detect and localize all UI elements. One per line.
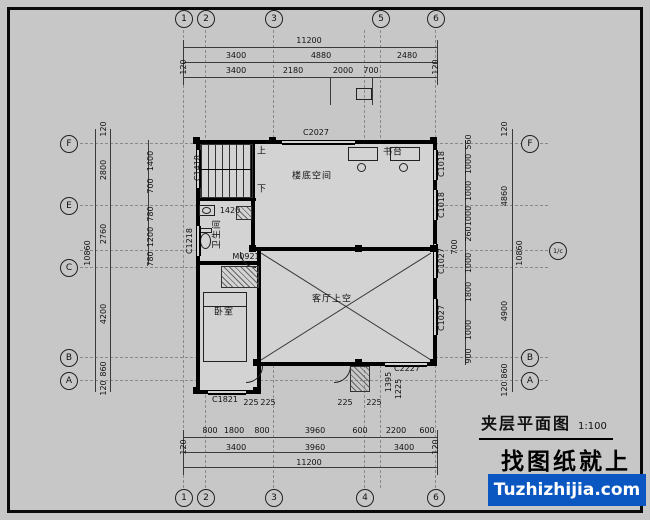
bed [203, 292, 247, 362]
bed-pillow-line [203, 306, 247, 307]
desk [348, 147, 378, 161]
flue-box [236, 206, 252, 220]
staircase-divider [200, 169, 251, 170]
wall-segment [253, 247, 437, 251]
column [355, 245, 362, 252]
dimension-extension-line [183, 430, 184, 475]
wall-segment [257, 362, 437, 366]
column [249, 245, 256, 252]
column [430, 137, 437, 144]
window-C2227 [385, 362, 427, 367]
wall-segment [196, 198, 256, 201]
watermark-site-banner: Tuzhizhijia.com [488, 474, 646, 506]
sheet-border-frame [7, 7, 643, 513]
sink [199, 205, 215, 216]
dimension-line [183, 467, 437, 468]
column [193, 387, 200, 394]
dimension-line [148, 140, 149, 265]
wall-segment [196, 140, 200, 394]
dimension-extension-line [437, 40, 438, 85]
desk [390, 147, 420, 161]
dimension-line [110, 129, 111, 392]
column [253, 359, 260, 366]
drawing-title: 夹层平面图 [481, 414, 572, 433]
drawing-title-block: 夹层平面图 1:100 [479, 410, 613, 440]
dimension-line [183, 77, 437, 78]
column [269, 137, 276, 144]
window-C1027 [433, 244, 438, 278]
window-C1027 [433, 299, 438, 335]
dimension-line [95, 129, 96, 392]
watermark-site-text: Tuzhizhijia.com [493, 480, 641, 500]
stool-circle [357, 163, 366, 172]
wardrobe [221, 266, 259, 288]
window-C1018 [433, 190, 438, 220]
window-C1821 [208, 390, 246, 395]
dimension-line [183, 437, 437, 438]
column [355, 359, 362, 366]
dimension-line [183, 452, 437, 453]
drawing-scale: 1:100 [578, 421, 607, 432]
stool-circle [399, 163, 408, 172]
wall-segment [257, 251, 261, 394]
watermark-slogan: 找图纸就上 [501, 449, 631, 475]
column [430, 245, 437, 252]
window-C1418 [196, 150, 201, 188]
dimension-line [183, 62, 437, 63]
dimension-line [465, 140, 466, 365]
staircase [200, 144, 253, 198]
dimension-detail-box [356, 88, 372, 100]
sink-basin [202, 207, 211, 214]
window-C2027 [282, 140, 355, 145]
column [193, 137, 200, 144]
toilet [200, 233, 211, 249]
dimension-extension-line [183, 40, 184, 85]
axis-line-horizontal [80, 380, 548, 381]
dimension-line [183, 47, 437, 48]
dimension-extension-line [372, 77, 373, 105]
dimension-extension-line [437, 430, 438, 475]
column [253, 387, 260, 394]
axis-line-vertical [183, 30, 184, 488]
window-C1218 [196, 226, 201, 256]
wall-segment [251, 140, 255, 251]
wall-segment [196, 261, 261, 265]
window-C1018 [433, 150, 438, 180]
dimension-extension-line [330, 77, 331, 105]
pier-column [350, 366, 370, 392]
dimension-line [512, 129, 513, 392]
column [430, 359, 437, 366]
